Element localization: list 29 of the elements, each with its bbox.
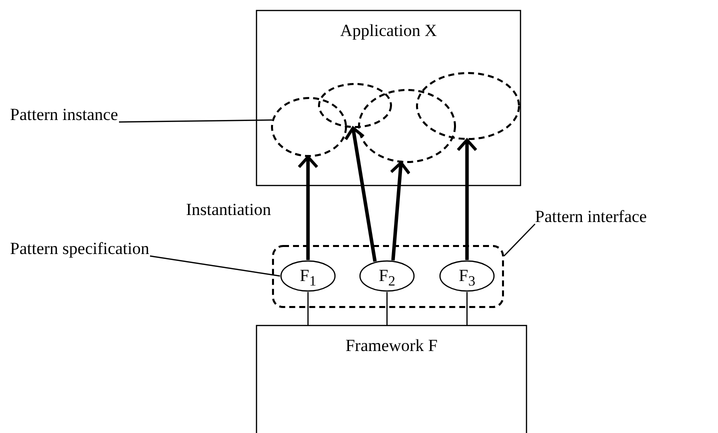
- callout-text: Pattern specification: [10, 240, 150, 257]
- dashed-ellipse: [416, 72, 520, 140]
- arrow: [456, 138, 478, 260]
- dashed-ellipse: [358, 89, 456, 163]
- box-title: Framework F: [345, 337, 438, 354]
- callout-text: Pattern instance: [10, 106, 118, 123]
- dashed-rounded-box: [272, 245, 504, 308]
- arrow: [344, 126, 377, 262]
- callout-text: Pattern interface: [535, 208, 647, 225]
- application-box: [256, 10, 521, 186]
- spec-label: F$_{1}$: [300, 267, 316, 289]
- dashed-ellipse: [318, 83, 392, 128]
- arrow: [390, 161, 411, 261]
- connector-line: [386, 292, 388, 325]
- box-title: Application X: [340, 22, 437, 39]
- pattern-ellipse: [280, 260, 336, 292]
- framework-box: [256, 325, 527, 433]
- spec-label: F$_{2}$: [378, 267, 396, 289]
- spec-label: F$_{3}$: [458, 267, 476, 289]
- leader-line: [504, 224, 536, 256]
- annotation-text: Instantiation: [186, 201, 271, 218]
- pattern-ellipse: [359, 260, 415, 292]
- pattern-ellipse: [439, 260, 495, 292]
- connector-line: [307, 292, 309, 325]
- connector-line: [466, 292, 468, 325]
- dashed-ellipse: [271, 97, 347, 157]
- leader-line: [119, 119, 272, 123]
- arrow: [298, 156, 318, 260]
- leader-line: [150, 255, 280, 277]
